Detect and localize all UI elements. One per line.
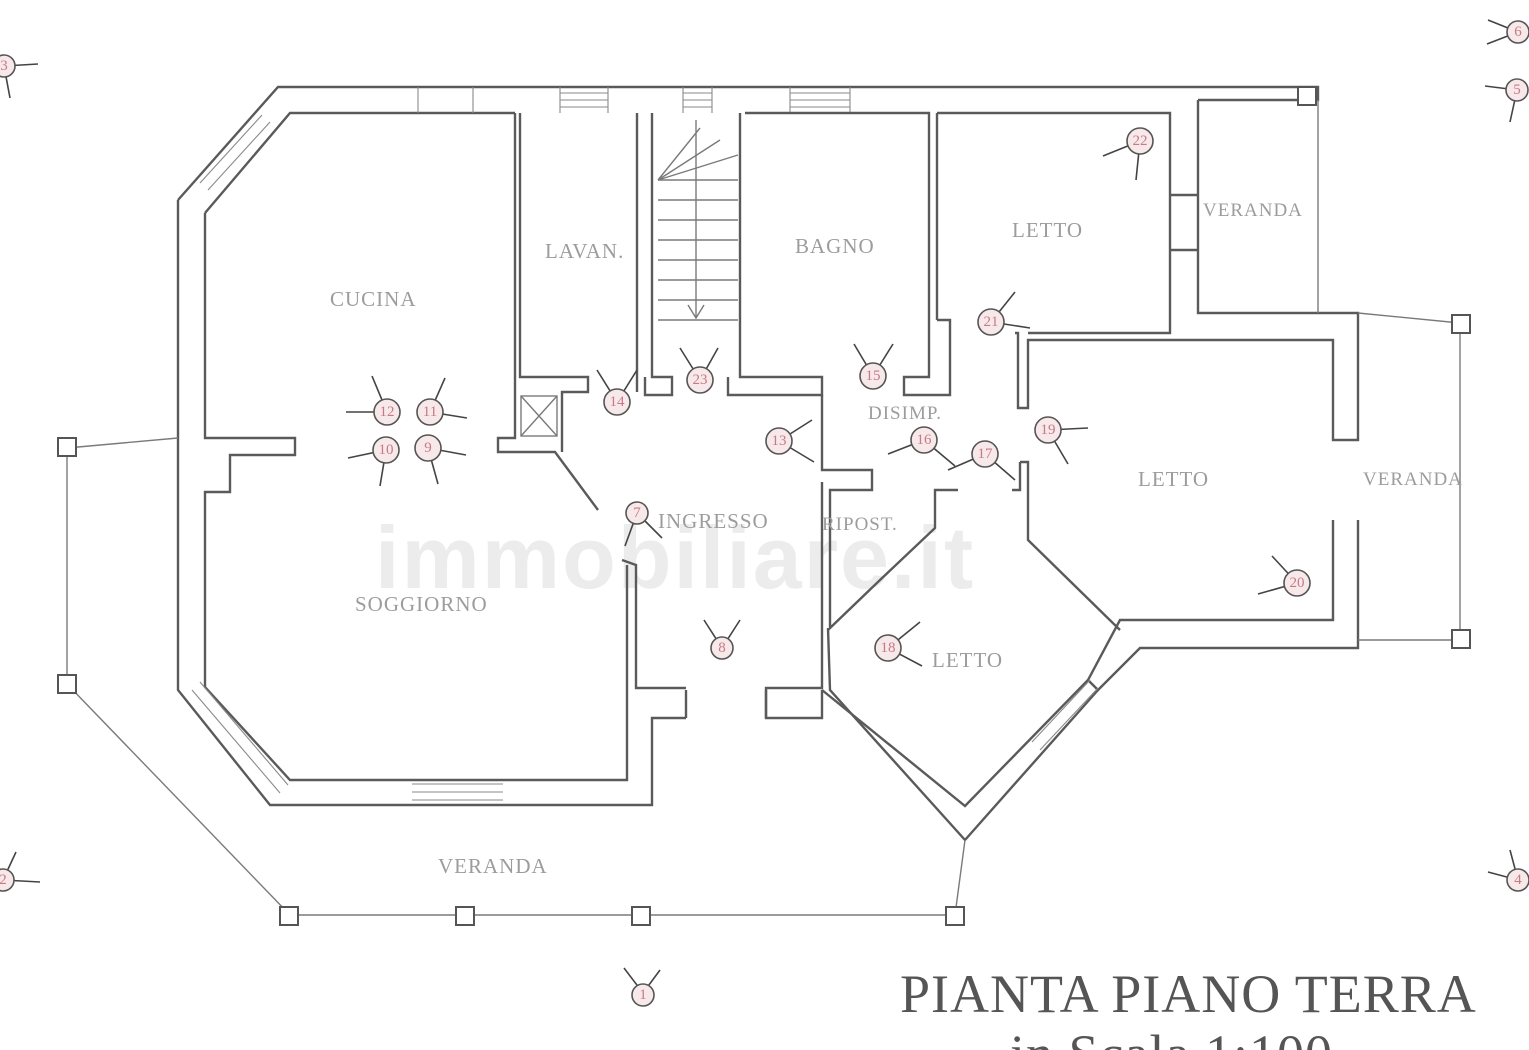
room-label-veranda-top: VERANDA [1203, 200, 1303, 221]
svg-text:3: 3 [0, 58, 8, 74]
photo-point-21: 21 [977, 291, 1031, 336]
svg-text:5: 5 [1513, 82, 1521, 98]
room-label-letto-right: LETTO [1138, 467, 1209, 491]
svg-text:10: 10 [379, 442, 394, 458]
svg-text:20: 20 [1290, 575, 1305, 591]
photo-point-4: 4 [1487, 849, 1529, 892]
photo-point-9: 9 [414, 434, 467, 485]
photo-point-8: 8 [703, 619, 741, 660]
svg-text:15: 15 [866, 368, 881, 384]
photo-point-23: 23 [679, 347, 719, 394]
photo-point-20: 20 [1257, 555, 1311, 597]
room-label-veranda-bottom: VERANDA [438, 854, 548, 878]
photo-points: 1 2 3 4 5 6 7 [0, 19, 1529, 1007]
svg-text:13: 13 [772, 433, 787, 449]
photo-point-19: 19 [1034, 416, 1089, 465]
svg-text:9: 9 [424, 440, 432, 456]
room-label-soggiorno: SOGGIORNO [355, 592, 488, 616]
room-label-disimpegno: DISIMP. [868, 403, 942, 424]
room-label-ripostiglio: RIPOST. [822, 514, 898, 535]
photo-point-6: 6 [1486, 19, 1529, 45]
room-label-bagno: BAGNO [795, 234, 875, 258]
plan-subtitle: in Scala 1:100 [1010, 1024, 1333, 1050]
photo-point-2: 2 [0, 851, 41, 892]
svg-text:6: 6 [1514, 24, 1522, 40]
watermark: immobiliare.it [375, 508, 975, 607]
svg-text:8: 8 [718, 640, 726, 656]
room-label-lavanderia: LAVAN. [545, 239, 624, 263]
photo-point-5: 5 [1484, 78, 1529, 123]
svg-text:21: 21 [984, 314, 999, 330]
photo-point-18: 18 [874, 621, 923, 667]
room-label-ingresso: INGRESSO [658, 509, 769, 533]
photo-point-1: 1 [623, 967, 661, 1007]
svg-text:11: 11 [423, 404, 437, 420]
svg-text:7: 7 [633, 505, 641, 521]
room-labels: CUCINA SOGGIORNO LAVAN. BAGNO LETTO LETT… [330, 200, 1463, 878]
photo-point-3: 3 [0, 54, 39, 99]
svg-text:17: 17 [978, 446, 994, 462]
svg-text:14: 14 [610, 394, 626, 410]
svg-text:23: 23 [693, 372, 708, 388]
photo-point-15: 15 [853, 343, 894, 390]
photo-point-22: 22 [1102, 127, 1154, 181]
photo-point-10: 10 [347, 436, 400, 487]
photo-point-11: 11 [416, 377, 468, 426]
svg-text:16: 16 [917, 432, 933, 448]
svg-text:1: 1 [639, 987, 647, 1003]
photo-point-14: 14 [596, 369, 638, 416]
room-label-letto-top: LETTO [1012, 218, 1083, 242]
photo-point-16: 16 [887, 426, 956, 467]
room-label-veranda-right: VERANDA [1363, 469, 1463, 490]
svg-text:12: 12 [380, 404, 395, 420]
svg-text:19: 19 [1041, 422, 1056, 438]
room-label-cucina: CUCINA [330, 287, 417, 311]
svg-text:2: 2 [0, 872, 7, 888]
room-label-letto-bottom: LETTO [932, 648, 1003, 672]
veranda-posts [57, 86, 1471, 926]
plan-title: PIANTA PIANO TERRA [900, 964, 1477, 1024]
photo-point-7: 7 [624, 501, 663, 547]
svg-text:4: 4 [1514, 872, 1522, 888]
svg-text:18: 18 [881, 640, 896, 656]
photo-point-13: 13 [765, 419, 815, 463]
svg-text:22: 22 [1133, 133, 1148, 149]
photo-point-17: 17 [947, 440, 1016, 481]
photo-point-12: 12 [346, 375, 401, 426]
outer-walls [66, 85, 1461, 916]
